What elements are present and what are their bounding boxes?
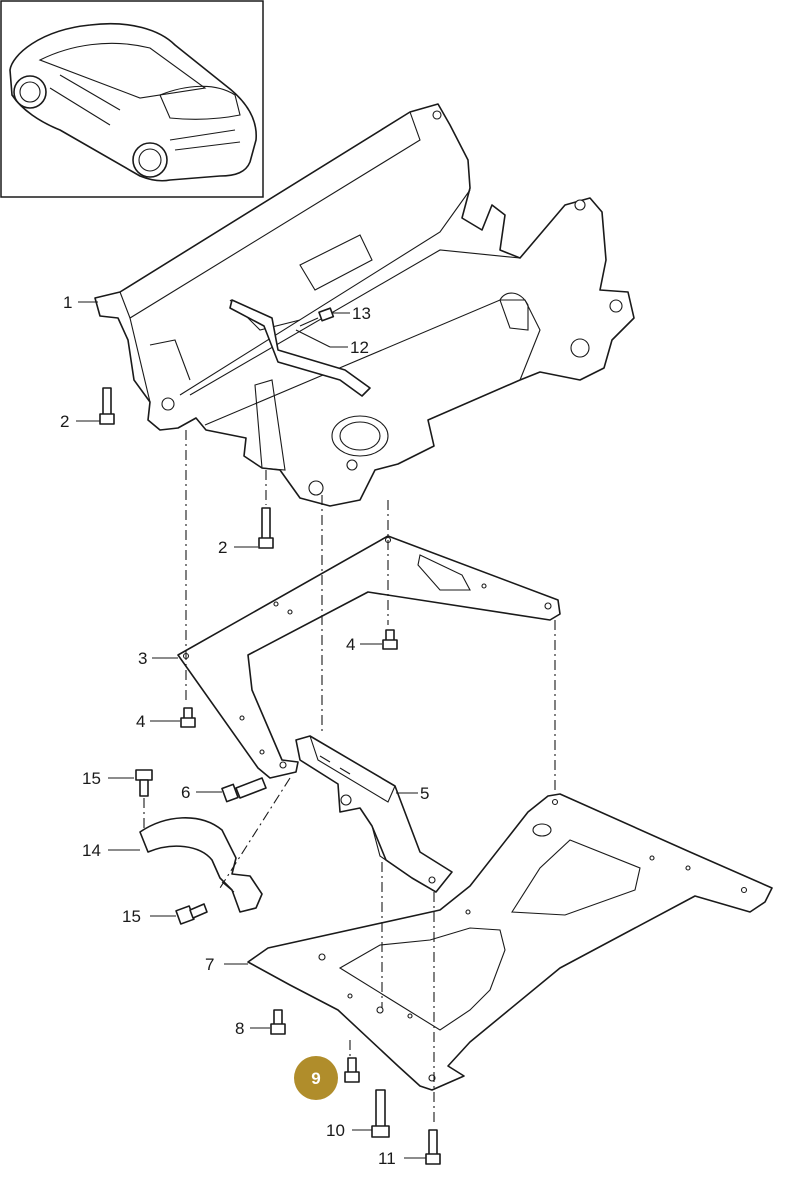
bracket-part-5 xyxy=(295,735,453,893)
callout-5: 5 xyxy=(420,784,429,803)
bolt-part-15-lower xyxy=(175,903,208,925)
highlight-badge-circle xyxy=(294,1056,338,1100)
plate-part-3 xyxy=(177,535,561,779)
callout-14: 14 xyxy=(82,841,101,860)
callout-13: 13 xyxy=(352,304,371,323)
callout-11: 11 xyxy=(378,1149,396,1168)
bolt-part-8 xyxy=(270,1009,286,1035)
bolt-part-10 xyxy=(371,1089,390,1138)
callouts: 1 2 2 3 4 4 5 6 7 8 10 11 12 13 14 15 15… xyxy=(60,293,429,1168)
callout-4-left: 4 xyxy=(136,712,145,731)
bolt-part-11 xyxy=(425,1129,441,1165)
bolt-part-9 xyxy=(344,1057,360,1083)
callout-15-upper: 15 xyxy=(82,769,101,788)
bolt-part-2-upper xyxy=(99,387,115,425)
strap-part-12 xyxy=(229,299,371,397)
car-silhouette-icon xyxy=(9,22,257,182)
callout-2-lower: 2 xyxy=(218,538,227,557)
callout-9: 9 xyxy=(311,1069,320,1088)
callout-4-right: 4 xyxy=(346,635,355,654)
callout-3: 3 xyxy=(138,649,147,668)
leader-lines xyxy=(76,301,426,1159)
callout-10: 10 xyxy=(326,1121,345,1140)
callout-12: 12 xyxy=(350,338,369,357)
bolt-part-2-lower xyxy=(258,507,274,549)
callout-2-upper: 2 xyxy=(60,412,69,431)
callout-8: 8 xyxy=(235,1019,244,1038)
callout-15-lower: 15 xyxy=(122,907,141,926)
bolt-part-4-left xyxy=(180,707,196,728)
callout-6: 6 xyxy=(181,783,190,802)
bolt-part-6 xyxy=(221,777,267,803)
callout-1: 1 xyxy=(63,293,72,312)
callout-7: 7 xyxy=(205,955,214,974)
bolt-part-13 xyxy=(299,307,335,327)
highlight-badge-part-9[interactable]: 9 xyxy=(294,1056,338,1100)
vehicle-thumbnail xyxy=(0,0,264,198)
underbody-panel-part-7 xyxy=(247,793,773,1091)
bolt-part-4-right xyxy=(382,629,398,650)
bolt-part-15-upper xyxy=(135,769,153,797)
alignment-lines xyxy=(143,430,556,1125)
shield-part-14 xyxy=(139,817,263,913)
